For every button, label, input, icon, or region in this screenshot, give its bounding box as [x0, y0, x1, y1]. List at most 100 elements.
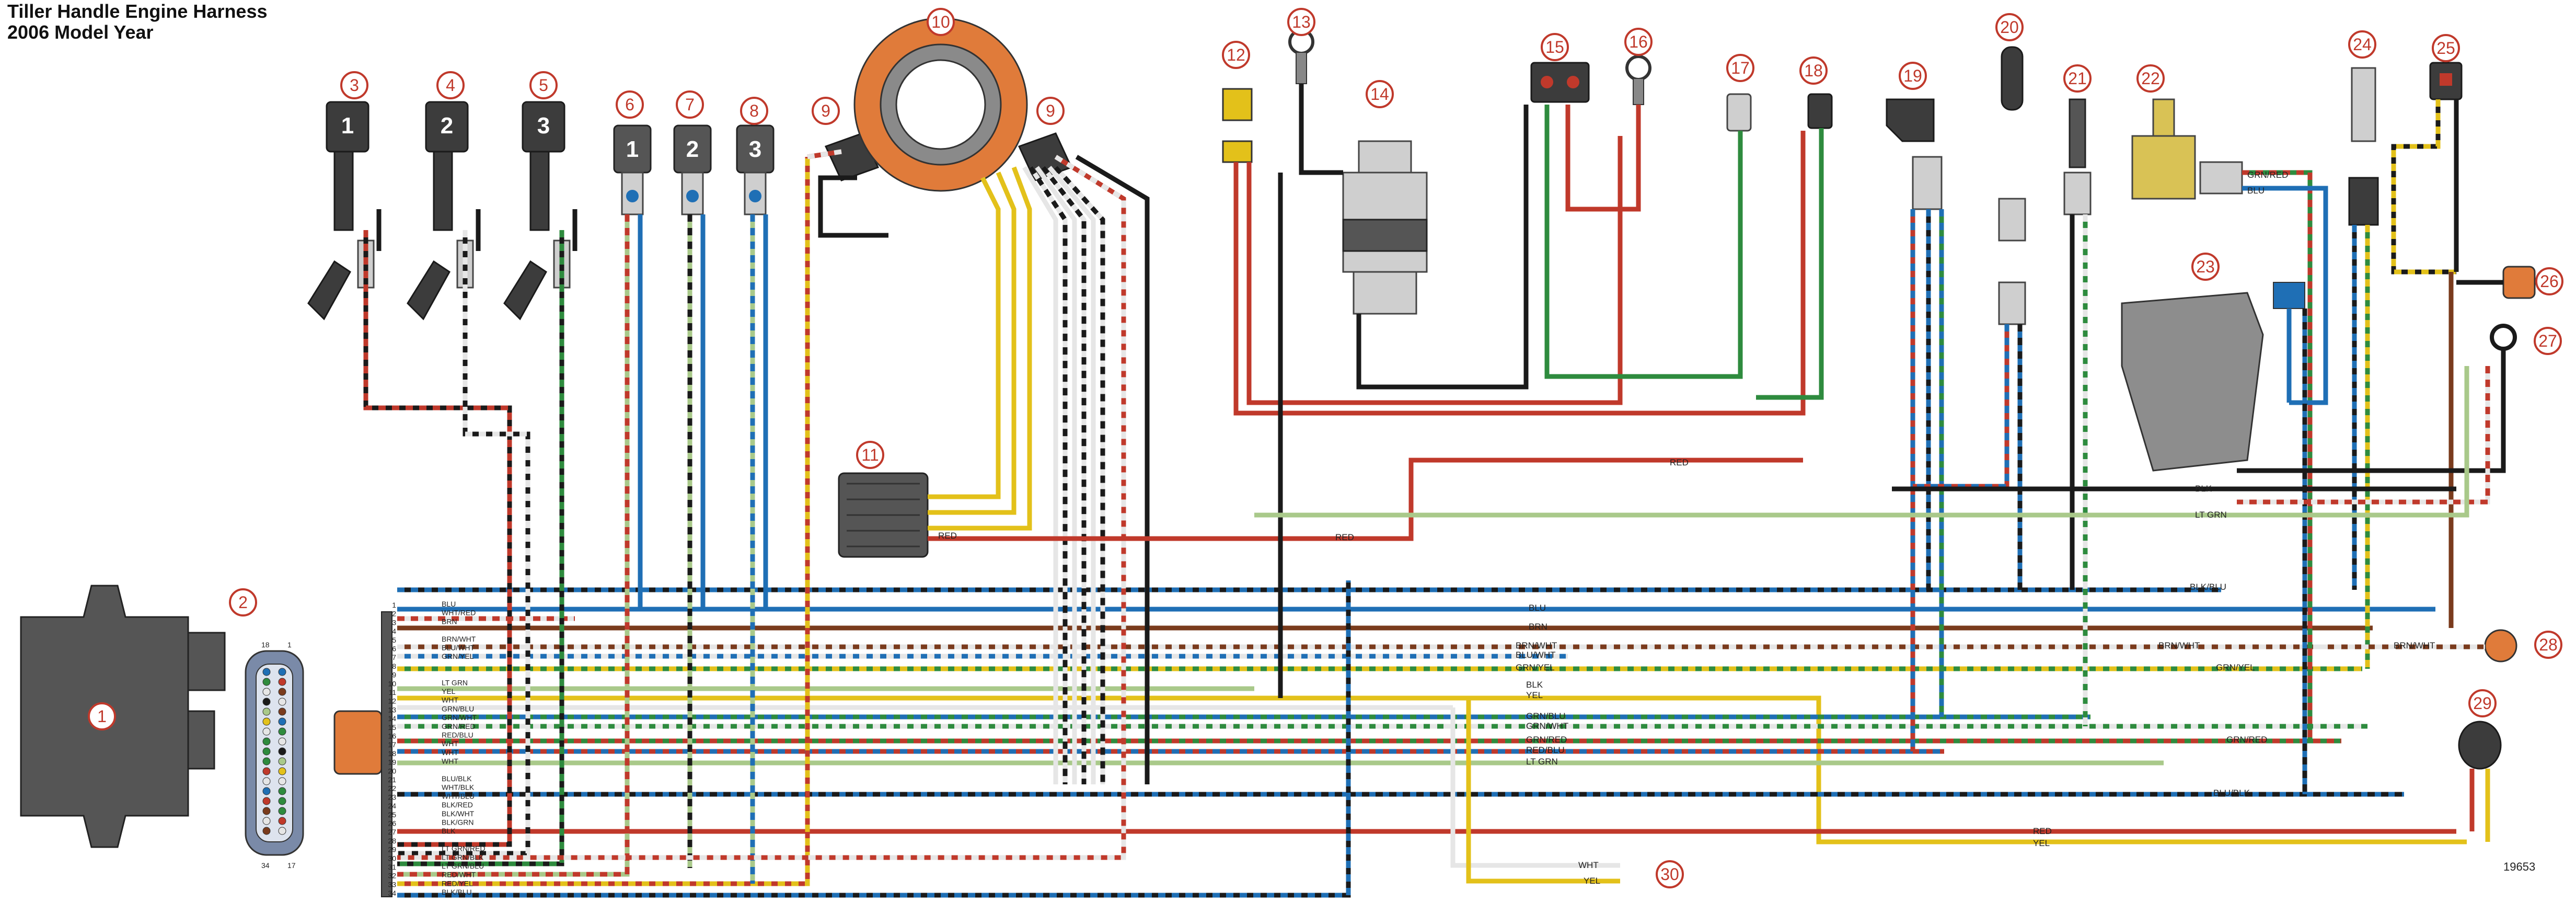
wire-label-brn: BRN: [1529, 622, 1547, 632]
ecm-pin-number: 11: [388, 688, 396, 697]
connector-pin-dot: [262, 787, 271, 795]
ecm-pin-number: 7: [392, 653, 396, 661]
coil2-blk-wht: [397, 230, 530, 856]
ecm-pin-wire-label: RED/WHT: [442, 871, 476, 879]
ecm-pin-wire-label: GRN/WHT: [442, 713, 477, 722]
warning-horn: [2458, 721, 2502, 770]
stator-wht2: [1041, 166, 1087, 784]
wire-label-grn-wht: GRN/WHT: [1526, 721, 1568, 731]
trunk-yel: [397, 695, 2467, 844]
connector-pin-dot: [262, 817, 271, 825]
wire-layer: [363, 84, 2506, 898]
callout-26: 26: [2535, 267, 2563, 295]
coil3-blk-grn: [397, 230, 564, 866]
ecm-pin-number: 31: [388, 863, 396, 871]
wire-label-blk-gnd: BLK: [2195, 484, 2212, 494]
ecm-pin-wire-label: GRN/BLU: [442, 704, 474, 713]
connector-pin-dot: [278, 707, 286, 716]
ecm-connector-face: 18 1 34 17: [245, 641, 304, 870]
sensor-21: [2063, 98, 2092, 215]
wire-label-lt-grn-2: LT GRN: [2195, 510, 2227, 520]
ecm-pin-number: 6: [392, 645, 396, 653]
ecm-pin-wire-label: WHT/RED: [442, 609, 476, 617]
stator-wht-blk: [1029, 166, 1068, 784]
stator-yel-1: [928, 176, 1001, 499]
ecm-pin-number: 2: [392, 610, 396, 618]
ecm-pin-wire-label: WHT/BLK: [442, 783, 475, 792]
callout-20: 20: [1995, 13, 2024, 41]
callout-12: 12: [1222, 41, 1250, 69]
coil1-blk-red: [363, 230, 512, 847]
sol-blk-red: [1565, 105, 1641, 212]
starter-blk: [1356, 105, 1529, 390]
temp-red-blu: [1913, 324, 2009, 489]
callout-8: 8: [740, 97, 768, 125]
wire-label-lt-grn: LT GRN: [1526, 757, 1558, 767]
wire-label-brn-wht-3: BRN/WHT: [2394, 641, 2435, 650]
ecm-module: [20, 585, 226, 848]
connector-pin-dot: [262, 797, 271, 805]
connector-pin-dot: [278, 678, 286, 686]
connector-pin-dot: [278, 827, 286, 835]
starter-solenoid: [1530, 62, 1590, 103]
svg-text:7: 7: [685, 95, 695, 114]
callout-9: 9: [812, 97, 840, 125]
ecm-pin-number: 10: [388, 679, 396, 688]
svg-text:12: 12: [1227, 45, 1245, 64]
ecm-pin-number: 8: [392, 662, 396, 670]
wire-label-grn-yel: GRN/YEL: [1516, 663, 1555, 672]
wire-label-yel-2: YEL: [2033, 838, 2050, 848]
svg-text:11: 11: [861, 446, 879, 464]
wire-label-red-main: RED: [1670, 458, 1689, 467]
conn18-grn: [1756, 128, 1824, 400]
connector-pin-dot: [262, 688, 271, 696]
svg-text:21: 21: [2068, 69, 2087, 88]
stator-yel-2: [928, 172, 1016, 515]
svg-text:16: 16: [1629, 32, 1648, 51]
pigtail-yel: [1466, 698, 1620, 884]
connector-pin-dot: [262, 707, 271, 716]
svg-text:9: 9: [1046, 101, 1055, 120]
connector-pin-dot: [278, 787, 286, 795]
voltage-regulator: [838, 472, 929, 558]
callout-19: 19: [1899, 62, 1927, 90]
svg-text:29: 29: [2473, 694, 2492, 713]
ecm-pin-wire-label: WHT: [442, 739, 458, 748]
ecm-pin-number: 14: [388, 714, 396, 723]
callout-14: 14: [1366, 80, 1394, 108]
wire-label-red: RED: [2033, 826, 2052, 836]
wire-label-blk: BLK: [1526, 680, 1543, 690]
stator: [853, 17, 1028, 192]
relay-25: [2429, 62, 2463, 100]
callout-11: 11: [856, 441, 884, 469]
crank-left-blk: [818, 175, 888, 238]
connector-pin-dot: [278, 767, 286, 775]
ecm-pin-wire-label: BLK/GRN: [442, 818, 473, 827]
stator-wht3: [1047, 166, 1096, 784]
svg-text:10: 10: [931, 13, 950, 31]
stator-yel-3: [928, 166, 1032, 531]
injector-number-1: 1: [626, 136, 639, 162]
connector-pin-dot: [262, 757, 271, 766]
wire-label-wht: WHT: [1578, 860, 1599, 870]
trunk-red-yel-bottom: [397, 157, 810, 886]
fuse-red: [1233, 131, 1806, 416]
ecm-pin-number: 19: [388, 758, 396, 767]
connector-pin-dot: [262, 737, 271, 746]
ecm-pin-wire-label: BLK/RED: [442, 801, 473, 809]
connector-pin-dot: [262, 698, 271, 706]
ecm-pin-wire-label: WHT/BLU: [442, 792, 475, 800]
ecm-pin-number: 25: [388, 810, 396, 819]
connector-pin-dot: [278, 737, 286, 746]
gnd27-wht-red: [2237, 366, 2490, 505]
ecm-pin-wire-label: BRN: [442, 617, 457, 625]
svg-text:14: 14: [1370, 85, 1389, 104]
ecm-pin-number: 24: [388, 802, 396, 810]
callout-13: 13: [1287, 8, 1315, 36]
svg-text:8: 8: [749, 101, 759, 120]
ecm-pin-number: 20: [388, 767, 396, 775]
svg-text:4: 4: [446, 76, 455, 95]
connector-pin-dot: [278, 757, 286, 766]
callout-3: 3: [340, 71, 368, 99]
